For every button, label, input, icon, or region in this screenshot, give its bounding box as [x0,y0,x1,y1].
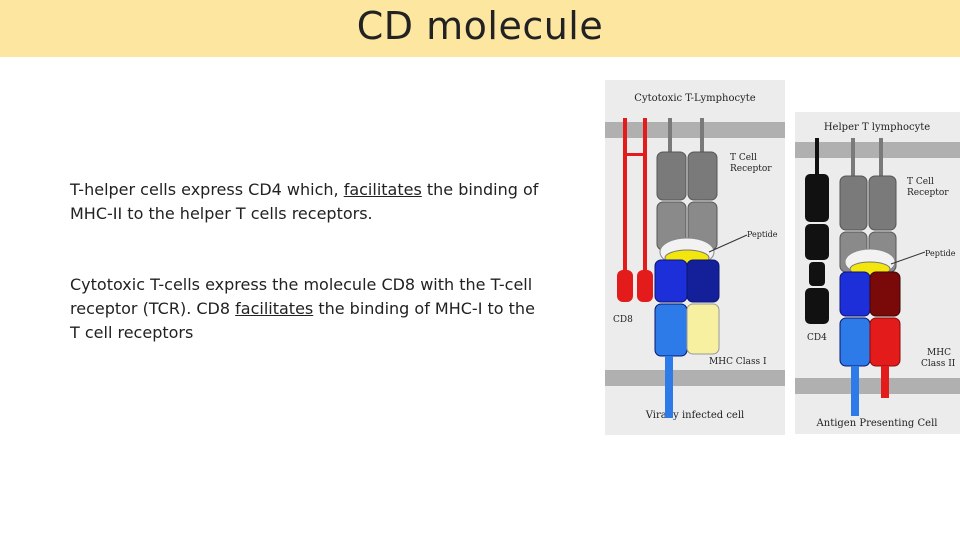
paragraph-cd8-text-before: Cytotoxic T-cells express the molecule C… [70,275,533,318]
right-tcell-membrane [795,142,960,158]
mhc-class-ii [839,271,901,416]
left-tcr-label-line1: T Cell [730,153,757,163]
cd8-label: CD8 [613,315,633,325]
left-cell-top-label: Cytotoxic T-Lymphocyte [634,93,755,104]
left-target-membrane [605,370,785,386]
paragraph-cd4: T-helper cells express CD4 which, facili… [70,178,540,226]
diagram-helper-mhc-ii: Helper T lymphocyte Antigen Presenting C… [795,112,960,434]
diagram-cytotoxic-mhc-i: Cytotoxic T-Lymphocyte Virally infected … [605,80,785,435]
paragraph-cd8: Cytotoxic T-cells express the molecule C… [70,273,540,345]
mhc-ii-label-line1: MHC [927,348,951,358]
slide-title: CD molecule [356,4,604,48]
paragraph-cd8-text-after: the binding of MHC-I to the T cell recep… [70,299,535,342]
paragraph-cd4-text-after: the binding of MHC-II to the helper T ce… [70,180,539,223]
cd4-label: CD4 [807,333,827,343]
right-peptide-label: Peptide [925,249,956,258]
mhc-i-label: MHC Class I [709,357,767,367]
left-peptide-label: Peptide [747,230,778,239]
paragraph-cd4-text-before: T-helper cells express CD4 which, [70,180,344,199]
right-cell-top-label: Helper T lymphocyte [824,122,930,133]
left-peptide-pointer [708,234,748,253]
right-tcr-label-line1: T Cell [907,177,934,187]
paragraph-cd8-underlined: facilitates [235,299,314,318]
tcr-left [656,118,718,251]
paragraph-cd4-underlined: facilitates [343,180,422,199]
mhc-ii-label-line2: Class II [921,359,956,369]
right-tcr-label-line2: Receptor [907,188,949,198]
title-bar [0,0,960,57]
cd8-molecule [617,118,653,302]
right-peptide-pointer [890,251,926,265]
right-apc-membrane [795,378,960,394]
left-tcell-membrane [605,122,785,138]
right-cell-bottom-label: Antigen Presenting Cell [816,418,938,429]
left-tcr-label-line2: Receptor [730,164,772,174]
left-cell-bottom-label: Virally infected cell [645,410,745,421]
cd4-molecule [805,138,829,324]
mhc-class-i [654,259,720,418]
